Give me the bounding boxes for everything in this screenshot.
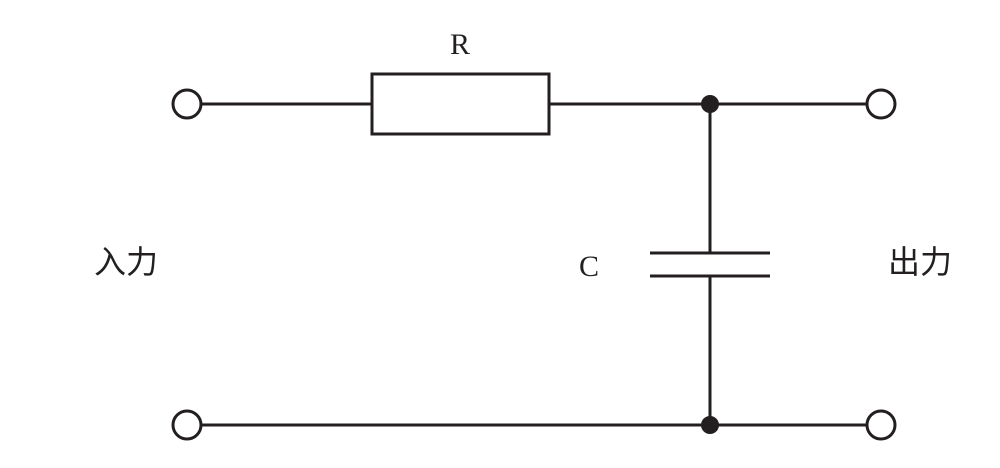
capacitor-label: C (579, 250, 599, 283)
input-label: 入力 (94, 243, 158, 281)
resistor (370, 72, 551, 136)
output-terminal-top (865, 88, 897, 120)
input-terminal-top (171, 88, 203, 120)
input-terminal-bottom (171, 409, 203, 441)
output-label: 出力 (888, 243, 952, 281)
output-terminal-bottom (865, 409, 897, 441)
junction-dot-bottom (701, 416, 719, 434)
resistor-label: R (450, 28, 470, 61)
junction-dot-top (701, 95, 719, 113)
